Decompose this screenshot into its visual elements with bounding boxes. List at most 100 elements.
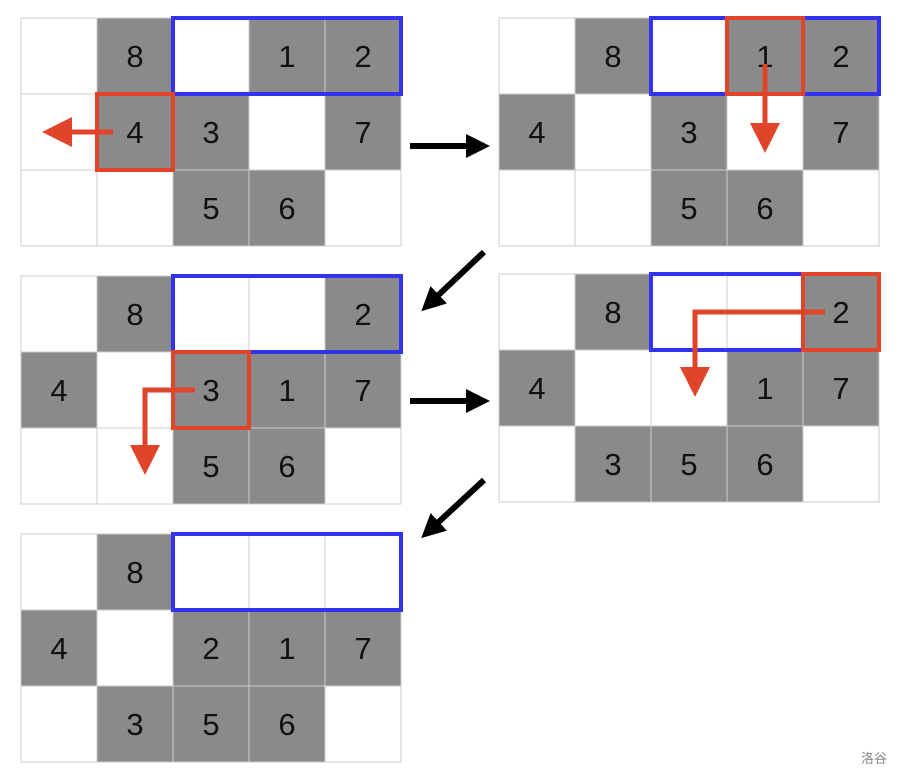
empty-cell <box>20 685 98 763</box>
tile <box>172 609 250 687</box>
tile-number: 4 <box>528 115 545 150</box>
tile <box>248 427 326 505</box>
tile <box>172 685 250 763</box>
flow-arrow-2-to-3 <box>421 249 487 312</box>
tile-number: 8 <box>604 295 621 330</box>
tile-number: 4 <box>50 373 67 408</box>
tile <box>172 169 250 247</box>
empty-cell <box>248 275 326 353</box>
empty-cell <box>802 425 880 503</box>
tile <box>498 349 576 427</box>
tile-number: 8 <box>126 555 143 590</box>
tile-number: 6 <box>756 447 773 482</box>
tile-number: 6 <box>278 707 295 742</box>
tile-number: 5 <box>202 449 219 484</box>
tile-number: 8 <box>126 297 143 332</box>
empty-cell <box>20 17 98 95</box>
tile-number: 2 <box>354 39 371 74</box>
tile-number: 2 <box>202 631 219 666</box>
tile-number: 4 <box>50 631 67 666</box>
empty-cell <box>650 349 728 427</box>
empty-cell <box>324 169 402 247</box>
empty-cell <box>574 93 652 171</box>
empty-cell <box>574 349 652 427</box>
empty-cell <box>172 533 250 611</box>
empty-cell <box>20 169 98 247</box>
empty-cell <box>498 425 576 503</box>
empty-cell <box>498 273 576 351</box>
empty-cell <box>498 17 576 95</box>
tile-number: 3 <box>202 115 219 150</box>
tile-number: 7 <box>354 631 371 666</box>
tile-number: 4 <box>126 115 143 150</box>
tile-number: 6 <box>278 191 295 226</box>
tile <box>726 169 804 247</box>
tile <box>96 275 174 353</box>
empty-cell <box>20 275 98 353</box>
empty-cell <box>650 17 728 95</box>
empty-cell <box>324 533 402 611</box>
tile-number: 2 <box>832 295 849 330</box>
empty-cell <box>96 169 174 247</box>
empty-cell <box>802 169 880 247</box>
tile-number: 7 <box>832 371 849 406</box>
tile-number: 6 <box>756 191 773 226</box>
flow-arrow-4-to-5 <box>421 477 487 539</box>
tile-number: 7 <box>354 115 371 150</box>
target-zone <box>171 532 403 612</box>
tile-number: 1 <box>756 371 773 406</box>
step-1-grid: 8 1 2 4 3 7 5 6 <box>20 16 403 247</box>
move-arrow <box>680 309 825 397</box>
empty-cell <box>498 169 576 247</box>
tile-number: 3 <box>202 373 219 408</box>
tile <box>172 427 250 505</box>
tile-number: 3 <box>680 115 697 150</box>
tile-number: 7 <box>832 115 849 150</box>
tile-number: 1 <box>278 631 295 666</box>
tile-number: 5 <box>202 707 219 742</box>
tile-number: 2 <box>354 297 371 332</box>
tile <box>574 425 652 503</box>
tile-number: 1 <box>278 373 295 408</box>
tile <box>248 169 326 247</box>
tile <box>324 351 402 429</box>
tile <box>20 609 98 687</box>
empty-cell <box>96 609 174 687</box>
empty-cell <box>20 427 98 505</box>
tile-number: 4 <box>528 371 545 406</box>
tile <box>726 349 804 427</box>
tile-number: 3 <box>604 447 621 482</box>
empty-cell <box>324 427 402 505</box>
tile-number: 8 <box>126 39 143 74</box>
tile-number: 5 <box>680 191 697 226</box>
target-zone <box>171 16 403 96</box>
empty-cell <box>96 427 174 505</box>
tile <box>802 349 880 427</box>
step-5-grid: 8 4 2 1 7 3 5 6 <box>20 532 403 763</box>
empty-cell <box>172 17 250 95</box>
empty-cell <box>574 169 652 247</box>
tile <box>498 93 576 171</box>
tile <box>248 17 326 95</box>
tile-number: 1 <box>756 39 773 74</box>
empty-cell <box>324 685 402 763</box>
tile-number: 2 <box>832 39 849 74</box>
tile <box>248 685 326 763</box>
tile <box>650 169 728 247</box>
empty-cell <box>20 533 98 611</box>
tile-number: 7 <box>354 373 371 408</box>
tile <box>172 93 250 171</box>
tile-number: 5 <box>202 191 219 226</box>
empty-cell <box>248 93 326 171</box>
tile <box>726 425 804 503</box>
tile <box>20 351 98 429</box>
tile-number: 1 <box>278 39 295 74</box>
tile <box>650 93 728 171</box>
tile <box>650 425 728 503</box>
tile-number: 3 <box>126 707 143 742</box>
tile <box>96 17 174 95</box>
tile <box>96 685 174 763</box>
